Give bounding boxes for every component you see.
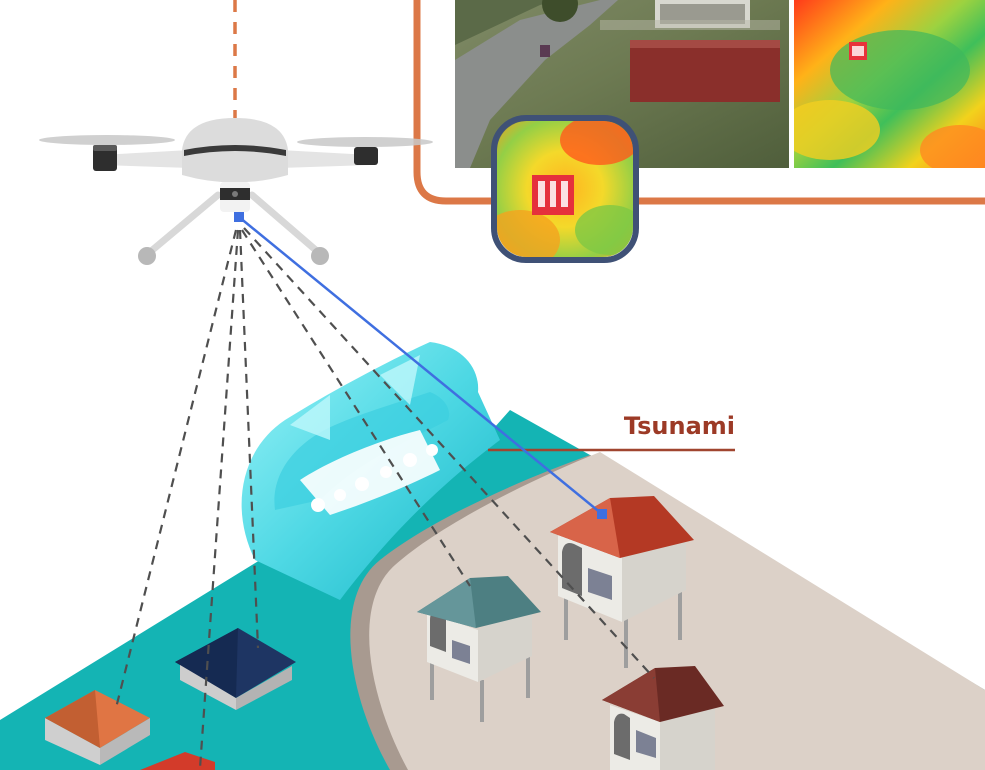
tsunami-label: Tsunami (624, 412, 735, 440)
scan-line (243, 227, 655, 679)
propeller-right (297, 137, 433, 147)
scan-line (114, 229, 238, 709)
laser-source-marker (234, 212, 244, 222)
propeller-left (39, 135, 175, 145)
drone (39, 118, 433, 265)
scan-line (238, 229, 260, 649)
drone-foot-right (311, 247, 329, 265)
thermal-zoom-thumbnail (491, 115, 639, 263)
thermal-photo (794, 0, 985, 168)
tsunami-wave (241, 342, 500, 600)
scan-lines (114, 227, 655, 769)
motor-right (354, 147, 378, 165)
scan-line (241, 229, 471, 587)
flooded-house-red (140, 752, 215, 770)
laser-target-marker (597, 509, 607, 519)
drone-foot-left (138, 247, 156, 265)
stilt-house-maroon (602, 666, 724, 770)
image-panel (413, 0, 985, 263)
laser-beam (234, 212, 607, 519)
scan-line (198, 229, 240, 769)
image-frame (413, 0, 985, 205)
beach (369, 452, 985, 770)
flooded-house-orange (45, 690, 150, 765)
tsunami-callout: Tsunami (488, 412, 735, 452)
motor-left (93, 145, 117, 171)
stilt-house-teal (417, 576, 541, 722)
aerial-photo (455, 0, 789, 168)
